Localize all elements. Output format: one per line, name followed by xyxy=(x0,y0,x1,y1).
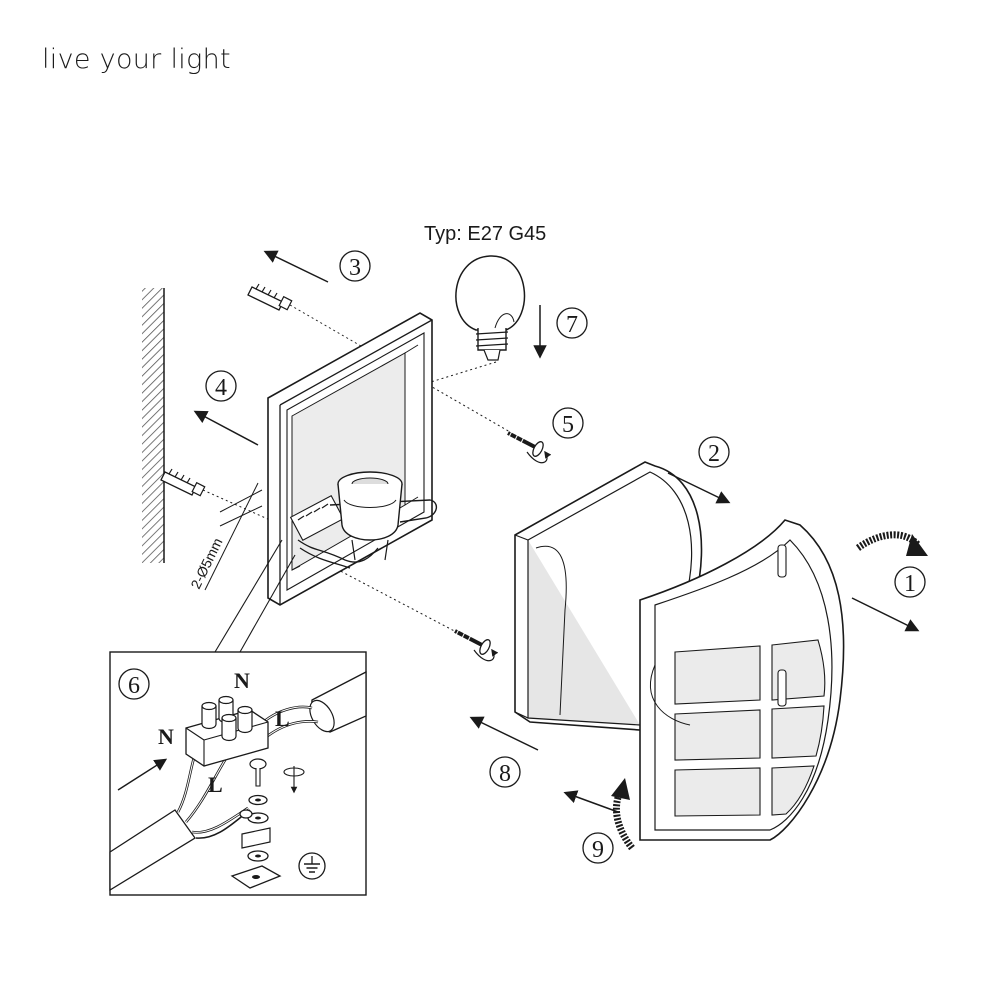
step-5-label: 5 xyxy=(562,412,574,438)
step-arrows xyxy=(193,250,920,813)
step-numbers: 1 2 3 4 5 7 8 9 xyxy=(205,250,926,864)
neutral-label-top: N xyxy=(234,668,250,693)
neutral-label-left: N xyxy=(158,724,174,749)
screw-icon xyxy=(454,628,499,662)
bulb-type-label: Typ: E27 G45 xyxy=(424,223,546,245)
wall-plug-icon xyxy=(160,468,206,497)
drill-size-label: 2-Ø5mm xyxy=(187,535,225,591)
lamp-socket xyxy=(337,471,403,561)
step-4-label: 4 xyxy=(215,375,227,401)
wiring-detail-box: 6 xyxy=(109,651,367,896)
earth-screw-stack xyxy=(195,758,282,889)
wall-back-plate xyxy=(267,312,437,606)
rotate-arrow-icon xyxy=(283,766,305,794)
wiring-callout-leaders xyxy=(214,539,296,653)
cage-shade xyxy=(639,519,845,841)
step-3-label: 3 xyxy=(349,255,361,281)
wall-plug-icon xyxy=(247,283,293,311)
step-6-label: 6 xyxy=(128,673,140,699)
rotate-arrow-icon xyxy=(611,778,635,851)
screw-icon xyxy=(507,430,552,464)
step-1-label: 1 xyxy=(904,571,916,597)
bulb-icon xyxy=(455,255,526,361)
ground-icon xyxy=(298,852,326,880)
wall xyxy=(142,288,165,563)
rotate-arrow-icon xyxy=(855,531,928,556)
live-label-right: L xyxy=(275,706,290,731)
step-8-label: 8 xyxy=(499,761,511,787)
step-7-label: 7 xyxy=(566,312,578,338)
live-label-bottom: L xyxy=(208,772,223,797)
step-9-label: 9 xyxy=(592,837,604,863)
drill-dimension: 2-Ø5mm xyxy=(187,482,263,591)
brand-tagline: live your light xyxy=(42,44,231,75)
step-2-label: 2 xyxy=(708,441,720,467)
